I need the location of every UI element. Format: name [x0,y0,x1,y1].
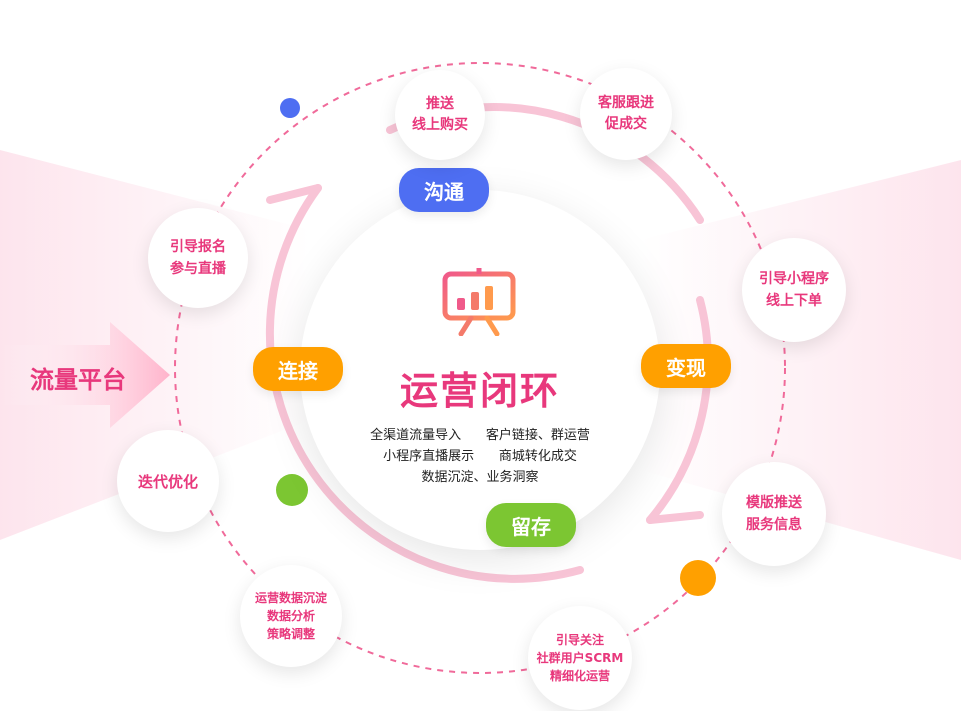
bubble-iterate: 迭代优化 [117,430,219,532]
green-dot [276,474,308,506]
retain-pill: 留存 [486,503,576,547]
bubble-signup-line-1: 引导报名 [170,239,226,255]
bubble-push-buy-line-2: 线上购买 [412,117,468,133]
inner-arc-hook-right [646,511,704,524]
blue-dot [280,98,300,118]
inner-arc-right [646,296,712,524]
bubble-mini-order-line-2: 线上下单 [766,293,822,309]
orange-dot [680,560,716,596]
bubble-signup: 引导报名 参与直播 [148,208,248,308]
bubble-service-line-2: 促成交 [605,116,647,132]
bubble-data-ops-line-1: 运营数据沉淀 [254,591,327,605]
inner-arc-left [265,184,584,583]
center-line-1: 全渠道流量导入 客户链接、群运营 [370,428,590,443]
inner-arc-hook-left [266,184,322,204]
bubble-template-line-2: 服务信息 [746,517,802,533]
bubble-scrm-line-1: 引导关注 [555,633,604,647]
bubble-iterate-line-1: 迭代优化 [137,472,198,491]
bubble-scrm-line-2: 社群用户SCRM [536,651,624,665]
bubble-service: 客服跟进 促成交 [580,68,672,160]
center-circle [300,190,660,550]
bubble-mini-order-line-1: 引导小程序 [759,271,829,287]
bubble-service-line-1: 客服跟进 [598,95,654,111]
bubble-push-buy: 推送 线上购买 [395,70,485,160]
bubble-data-ops-line-3: 策略调整 [266,627,315,641]
communicate-pill: 沟通 [399,168,489,212]
traffic-arrow [0,322,170,428]
bubble-push-buy-line-1: 推送 [426,96,454,112]
traffic-platform-label: 流量平台 [30,366,126,394]
monetize-pill: 变现 [641,344,731,388]
bubble-scrm: 引导关注 社群用户SCRM 精细化运营 [528,606,632,710]
bubble-mini-order: 引导小程序 线上下单 [742,238,846,342]
right-light-band [640,160,961,560]
presentation-board-icon [442,268,516,336]
bubble-data-ops: 运营数据沉淀 数据分析 策略调整 [240,565,342,667]
bubble-scrm-line-3: 精细化运营 [549,669,610,683]
bubble-signup-line-2: 参与直播 [170,261,226,277]
bubble-data-ops-line-2: 数据分析 [266,609,315,623]
connect-pill: 连接 [253,347,343,391]
bubble-template-line-1: 模版推送 [746,495,802,511]
center-title: 运营闭环 [399,369,560,413]
outer-dashed-ring [174,62,786,674]
center-line-3: 数据沉淀、业务洞察 [421,470,539,485]
center-line-2: 小程序直播展示 商城转化成交 [383,449,577,464]
bubble-template: 模版推送 服务信息 [722,462,826,566]
